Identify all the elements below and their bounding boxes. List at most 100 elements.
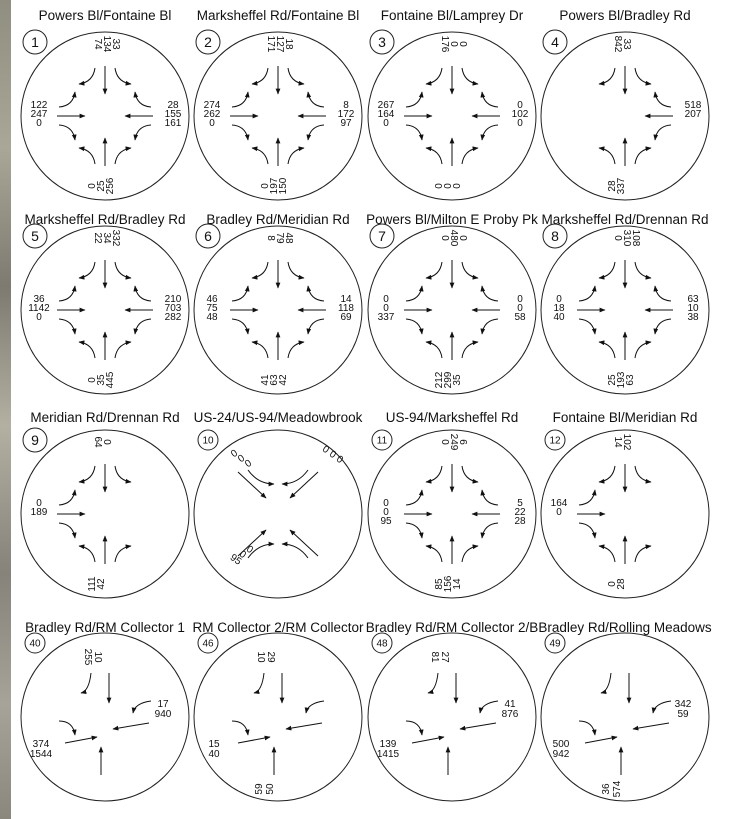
volume-west: 0 [36,312,42,323]
arrow-west-right [406,125,422,140]
arrow-east-left [308,319,324,334]
arrow-south-left [252,148,268,164]
volume-east: 28 [514,516,526,527]
arrow-north-turn [601,673,611,693]
volume-east: 876 [502,709,519,720]
intersection-4: Powers Bl/Bradley Rd48423328337518207 [541,8,709,200]
arrow-west-left [406,286,422,301]
arrow-west-left [59,490,75,505]
arrow-south-left [426,148,442,164]
volume-south: 256 [105,177,116,194]
intersection-title: US-24/US-94/Meadowbrook [194,410,363,425]
arrow-south-left [252,342,268,358]
arrow-east-right [308,286,324,301]
intersection-number: 9 [31,432,39,448]
intersection-title: Powers Bl/Bradley Rd [559,8,690,23]
volume-north: 33 [110,38,121,50]
arrow-west-left [579,490,595,505]
volume-north: 33 [621,38,632,50]
volume-north: 29 [265,651,276,663]
arrow-east-through [286,723,322,729]
arrow-east-through [460,723,496,729]
intersection-title: Meridian Rd/Drennan Rd [30,410,179,425]
volume-south: 63 [625,374,636,386]
arrow-east-turn [653,701,671,713]
arrow-south-right [115,546,131,562]
arrow-north-left [115,466,131,482]
volume-west: 48 [206,312,218,323]
arrow-south-right [462,546,478,562]
arrow-west-turn [406,721,422,735]
intersection-circle [541,226,709,394]
arrow-north-right [79,466,95,482]
arrow-north-right [426,262,442,278]
arrow-north-turn [428,673,438,693]
volume-west: 0 [36,118,42,129]
arrow-north-turn [254,673,264,693]
volume-south: 14 [452,578,463,590]
volume-north: 332 [110,230,121,247]
intersection-number: 1 [31,34,39,50]
intersection-40: Bradley Rd/RM Collector 1402551037415441… [21,620,189,801]
volume-northwest: 0 [243,458,254,470]
volume-west: 40 [553,312,565,323]
arrow-west-right [59,319,75,334]
volume-east: 59 [677,709,689,720]
arrow-west-right [232,319,248,334]
volume-north: 6 [457,439,468,445]
arrow-south-right [635,342,651,358]
arrow-east-left [655,319,671,334]
arrow-west-right [59,523,75,538]
volume-west: 189 [31,507,48,518]
arrow-north-left [115,262,131,278]
intersection-10: US-24/US-94/Meadowbrook100000009500 [194,410,363,598]
volume-south: 50 [265,783,276,795]
arrow-west-left [59,286,75,301]
volume-south: 42 [96,578,107,590]
volume-north: 0 [457,235,468,241]
arrow-west-right [232,125,248,140]
arrow-east-turn [306,701,324,713]
arrow-west-turn [579,721,595,735]
arrow-north-left [635,262,651,278]
arrow-north-left [635,466,651,482]
volume-south: 150 [278,177,289,194]
volume-east: 0 [517,118,523,129]
intersection-number: 11 [377,436,388,447]
arrow-west-left [579,286,595,301]
volume-north: 48 [283,232,294,244]
volume-south: 445 [105,371,116,388]
intersection-number: 6 [204,228,212,244]
arrow-west-left [59,92,75,107]
intersection-circle [194,226,362,394]
arrow-west-right [59,125,75,140]
arrow-south-left [79,148,95,164]
intersection-number: 2 [204,34,212,50]
intersection-number: 4 [551,34,559,50]
volume-west: 337 [378,312,395,323]
intersection-circle [368,226,536,394]
volume-west: 1415 [377,749,400,760]
arrow-north-left [462,466,478,482]
volume-south: 0 [452,183,463,189]
volume-east: 58 [514,312,526,323]
arrow-north-left [115,68,131,84]
arrow-north-left [462,262,478,278]
volume-east: 161 [165,118,182,129]
volume-west: 0 [556,507,562,518]
volume-north: 0 [101,439,112,445]
volume-north: 18 [283,38,294,50]
volume-northeast: 0 [334,454,345,466]
arrow-north-turn [81,673,91,693]
arrow-west-through [412,737,444,743]
arrow-east-right [655,286,671,301]
arrow-east-right [135,92,151,107]
volume-east: 207 [685,109,702,120]
arrow-nw-through [238,472,266,498]
arrow-south-left [426,342,442,358]
volume-south: 35 [452,374,463,386]
arrow-south-right [115,148,131,164]
arrow-north-right [79,68,95,84]
arrow-west-left [232,92,248,107]
